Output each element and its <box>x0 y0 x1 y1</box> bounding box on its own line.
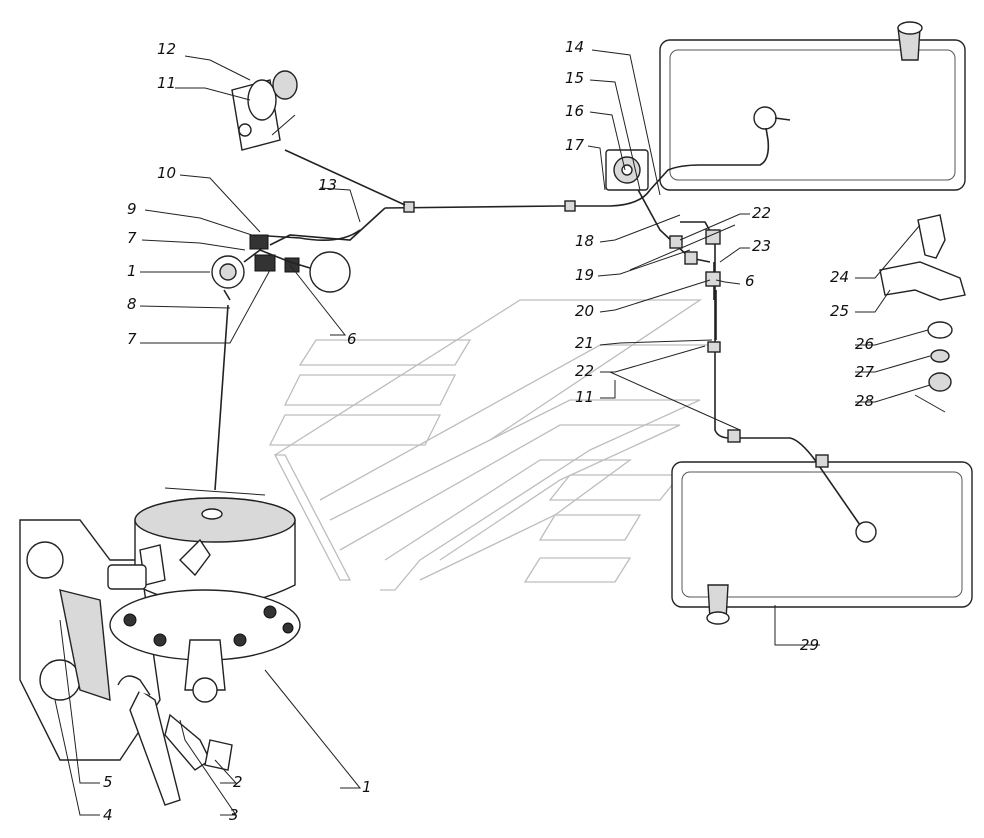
callout-19: 19 <box>575 266 594 284</box>
callout-9: 9 <box>127 200 137 218</box>
callout-21: 21 <box>575 334 594 352</box>
upper-fuel-tank <box>659 21 966 191</box>
callout-18: 18 <box>575 232 594 250</box>
callout-22b: 22 <box>575 362 594 380</box>
callout-28: 28 <box>855 392 874 410</box>
callout-20: 20 <box>575 302 594 320</box>
lower-fuel-tank <box>671 461 973 625</box>
fuel-pump <box>19 497 301 806</box>
callout-8: 8 <box>127 295 137 313</box>
callout-27: 27 <box>855 363 875 381</box>
callout-29: 29 <box>800 636 819 654</box>
callout-1a: 1 <box>127 262 137 280</box>
callout-23: 23 <box>752 237 771 255</box>
callout-labels: 12 11 10 13 9 7 1 8 7 6 14 15 16 17 22 2… <box>103 38 875 824</box>
callout-5: 5 <box>103 773 113 791</box>
callout-7a: 7 <box>127 229 137 247</box>
callout-1b: 1 <box>362 778 372 796</box>
callout-14: 14 <box>565 38 584 56</box>
filter-bracket <box>231 70 406 206</box>
callout-6b: 6 <box>745 272 755 290</box>
callout-11a: 11 <box>157 74 176 92</box>
watermark-logo <box>268 299 720 591</box>
clamp-hardware <box>879 214 966 413</box>
fuel-valve <box>605 149 649 191</box>
callout-16: 16 <box>565 102 584 120</box>
callout-12a: 12 <box>157 40 176 58</box>
filter-assembly <box>211 234 351 491</box>
callout-3: 3 <box>229 806 239 824</box>
callout-2: 2 <box>233 773 243 791</box>
callout-11b: 11 <box>575 388 594 406</box>
callout-17: 17 <box>565 136 585 154</box>
leader-lines <box>54 49 931 816</box>
callout-10: 10 <box>157 164 176 182</box>
callout-4: 4 <box>103 806 113 824</box>
callout-22a: 22 <box>752 204 771 222</box>
callout-25: 25 <box>830 302 849 320</box>
callout-6a: 6 <box>347 330 357 348</box>
callout-13: 13 <box>318 176 337 194</box>
callout-26: 26 <box>855 335 874 353</box>
callout-7b: 7 <box>127 330 137 348</box>
callout-24: 24 <box>830 268 849 286</box>
fuel-lines <box>267 127 861 526</box>
callout-15: 15 <box>565 69 584 87</box>
